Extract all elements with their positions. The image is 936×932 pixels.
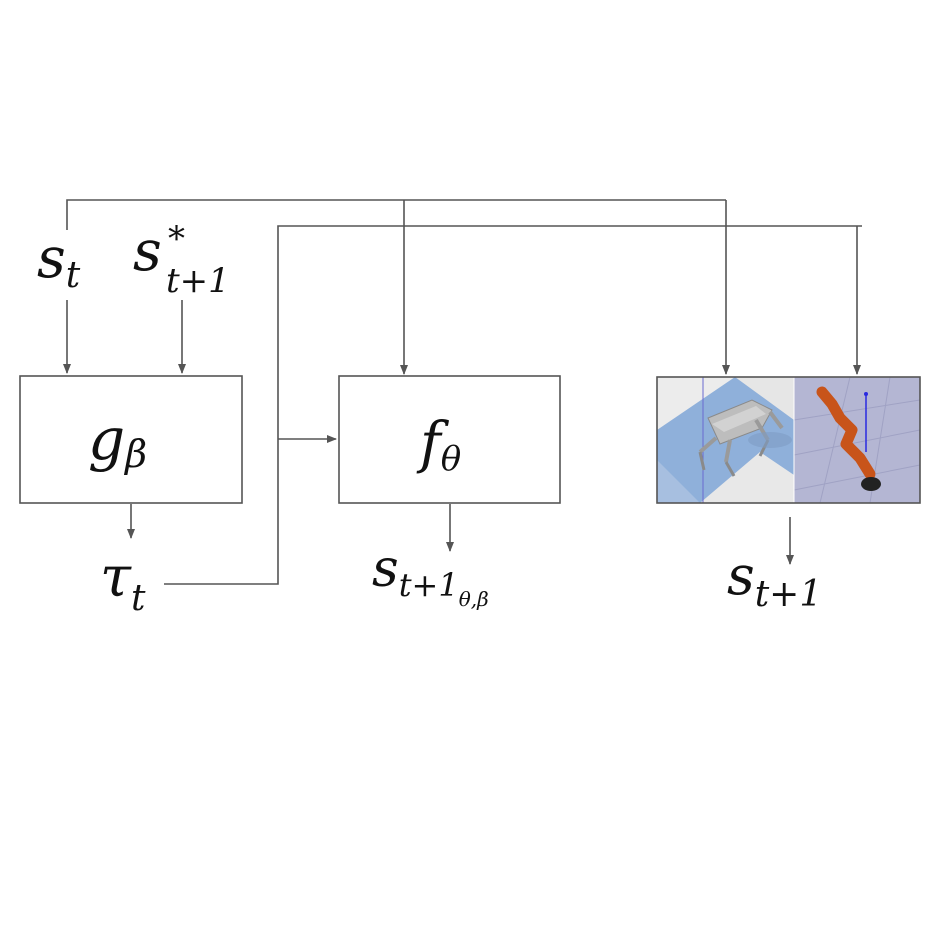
svg-text:gβ: gβ [88, 405, 147, 476]
f-theta-sub: θ [441, 439, 461, 479]
state-st-base: s [37, 226, 66, 291]
wire-st-bus [66, 199, 726, 230]
robot-arm-icon [816, 386, 881, 491]
next-state-sub: t+1 [755, 574, 823, 615]
state-st-sub: t [66, 255, 81, 296]
predicted-state-subsub: θ,β [459, 587, 489, 611]
g-beta-block: gβ [19, 375, 243, 504]
action-tau-label: τt [100, 545, 146, 619]
target-state-sup: * [168, 219, 185, 259]
f-theta-block: fθ [338, 375, 561, 504]
target-state-sub: t+1 [166, 261, 230, 301]
g-beta-base: g [88, 405, 125, 473]
action-tau-sub: t [131, 578, 146, 619]
state-st-label: st [37, 226, 81, 296]
quadruped-robot-icon [698, 399, 792, 477]
predicted-state-base: s [372, 539, 399, 599]
next-state-base: s [727, 544, 755, 607]
g-beta-sub: β [123, 432, 147, 476]
target-state-base: s [133, 219, 162, 284]
wire-tau-bus [164, 225, 862, 585]
predicted-state-sub: t+1 [399, 566, 459, 604]
target-state-label: s * t+1 [133, 199, 230, 301]
environment-simulation-image [656, 376, 921, 504]
predicted-state-label: st+1θ,β [372, 539, 489, 611]
next-state-label: st+1 [727, 544, 822, 615]
action-tau-base: τ [100, 545, 132, 610]
